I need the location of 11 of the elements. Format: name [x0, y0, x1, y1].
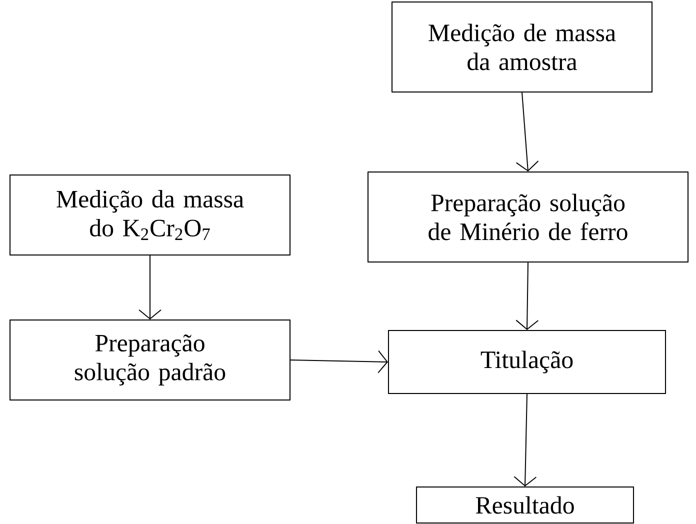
- arrow: [138, 255, 162, 320]
- process-box: Resultado: [416, 486, 634, 524]
- process-box: Preparação solução padrão: [10, 320, 290, 400]
- arrow: [516, 262, 539, 330]
- arrow: [514, 394, 537, 486]
- process-box: Preparação solução de Minério de ferro: [368, 172, 688, 262]
- arrow: [290, 350, 388, 374]
- process-box: Medição de massa da amostra: [392, 2, 652, 92]
- process-box: Titulação: [388, 330, 666, 394]
- process-box: Medição da massa do K$_{2}$Cr$_{2}$O$_{7}$: [10, 174, 290, 256]
- arrow: [516, 92, 539, 172]
